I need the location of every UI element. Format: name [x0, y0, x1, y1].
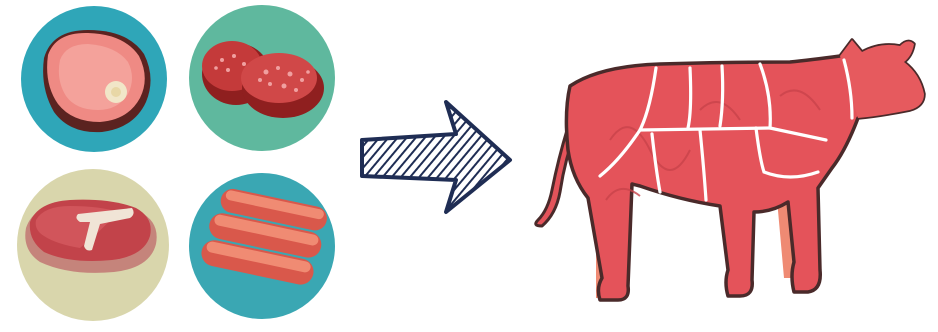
t-bone-steak-icon: [17, 169, 169, 321]
sausages-icon: [189, 173, 335, 319]
cow-icon: [536, 40, 924, 300]
ham-steak-icon: [21, 6, 167, 152]
arrow-icon: [362, 102, 510, 212]
salami-icon: [189, 5, 335, 151]
